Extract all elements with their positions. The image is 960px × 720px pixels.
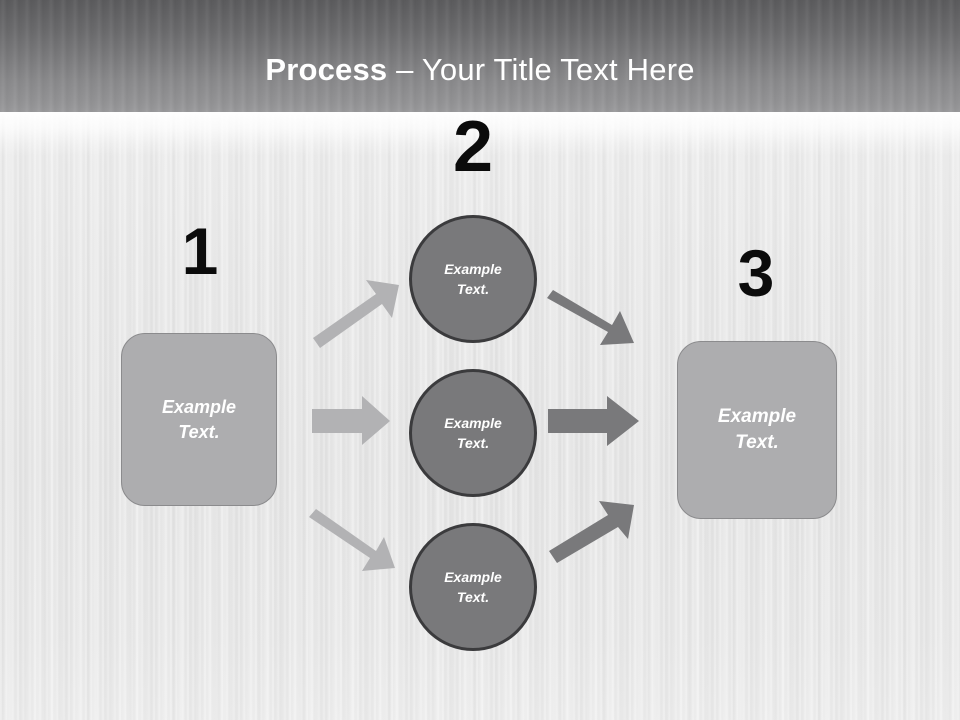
- arrow-left-up: [313, 280, 399, 348]
- step-number-3: 3: [737, 236, 775, 310]
- arrow-right-down: [547, 290, 634, 345]
- process-circle-bottom-label: Example Text.: [444, 567, 502, 608]
- arrow-right-up: [549, 501, 634, 563]
- process-box-right-label-line2: Text.: [735, 432, 779, 453]
- process-circle-bottom[interactable]: Example Text.: [409, 523, 537, 651]
- process-circle-top[interactable]: Example Text.: [409, 215, 537, 343]
- process-circle-top-label-line2: Text.: [456, 281, 490, 297]
- title-banner-texture: [0, 0, 960, 112]
- title-banner: [0, 0, 960, 112]
- step-number-2: 2: [452, 107, 494, 187]
- process-box-left-label: Example Text.: [162, 395, 236, 445]
- process-box-left[interactable]: Example Text.: [121, 333, 277, 506]
- page-title-rest: – Your Title Text Here: [387, 52, 695, 87]
- process-box-right-label: Example Text.: [718, 404, 796, 456]
- process-circle-bottom-label-line1: Example: [444, 568, 502, 585]
- process-circle-middle[interactable]: Example Text.: [409, 369, 537, 497]
- process-box-left-label-line2: Text.: [178, 421, 220, 442]
- process-box-left-label-line1: Example: [161, 396, 237, 417]
- page-title: Process – Your Title Text Here: [0, 52, 960, 88]
- process-circle-middle-label: Example Text.: [444, 413, 502, 454]
- process-circle-top-label: Example Text.: [444, 259, 502, 300]
- process-box-right[interactable]: Example Text.: [677, 341, 837, 519]
- title-banner-glow: [0, 112, 960, 156]
- process-box-right-label-line1: Example: [717, 405, 797, 427]
- process-circle-middle-label-line2: Text.: [456, 435, 490, 451]
- process-circle-bottom-label-line2: Text.: [456, 589, 490, 605]
- page-title-bold: Process: [265, 52, 388, 87]
- arrow-left-down: [309, 509, 395, 571]
- arrow-right-straight: [548, 396, 639, 446]
- arrow-left-straight: [312, 396, 390, 445]
- step-number-1: 1: [181, 214, 219, 288]
- process-circle-top-label-line1: Example: [444, 260, 502, 277]
- process-circle-middle-label-line1: Example: [444, 414, 502, 431]
